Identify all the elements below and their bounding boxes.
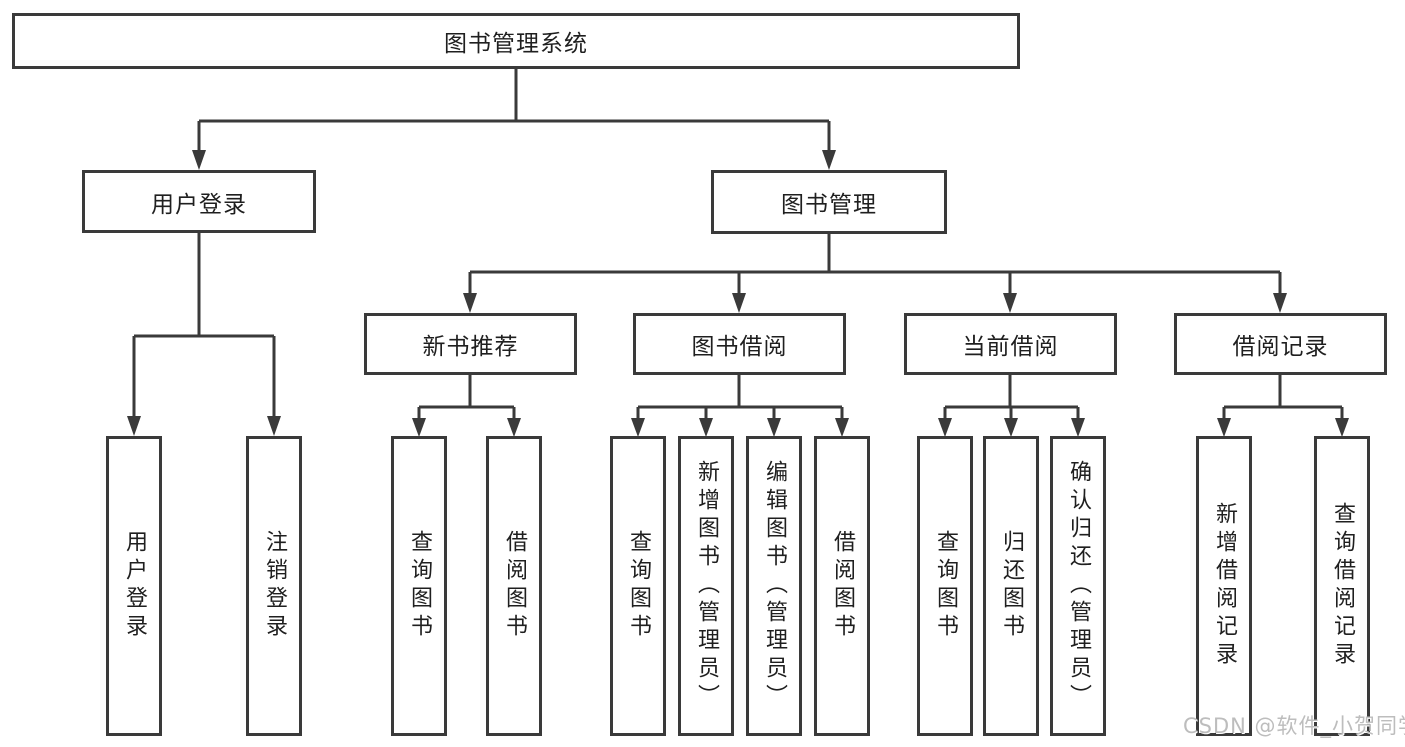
node-borrow-records: 借阅记录: [1174, 313, 1387, 375]
leaf-add-borrow-record: 新增借阅记录: [1196, 436, 1252, 736]
leaf-add-books-admin: 新增图书（管理员）: [678, 436, 734, 736]
node-label: 新增图书（管理员）: [694, 460, 719, 712]
node-label: 注销登录: [262, 530, 287, 642]
node-label: 借阅图书: [502, 530, 527, 642]
node-label: 借阅图书: [830, 530, 855, 642]
leaf-user-login: 用户登录: [106, 436, 162, 736]
node-label: 借阅记录: [1232, 334, 1329, 360]
node-label: 归还图书: [999, 530, 1024, 642]
leaf-borrow-books: 借阅图书: [814, 436, 870, 736]
leaf-return-books: 归还图书: [983, 436, 1039, 736]
node-label: 查询图书: [933, 530, 958, 642]
node-label: 新增借阅记录: [1212, 502, 1237, 670]
node-label: 用户登录: [122, 530, 147, 642]
node-label: 图书借阅: [691, 334, 788, 360]
node-label: 当前借阅: [962, 334, 1059, 360]
node-label: 确认归还（管理员）: [1066, 460, 1091, 712]
node-book-borrow: 图书借阅: [633, 313, 846, 375]
node-current-borrow: 当前借阅: [904, 313, 1117, 375]
csdn-watermark: CSDN @软件_小贺同学: [1183, 714, 1405, 738]
leaf-query-borrow-record: 查询借阅记录: [1314, 436, 1370, 736]
leaf-confirm-return-admin: 确认归还（管理员）: [1050, 436, 1106, 736]
leaf-logout: 注销登录: [246, 436, 302, 736]
node-library-management-system: 图书管理系统: [12, 13, 1020, 69]
leaf-query-books-recommend: 查询图书: [391, 436, 447, 736]
node-label: 用户登录: [151, 191, 247, 218]
node-label: 查询图书: [626, 530, 651, 642]
node-book-management: 图书管理: [711, 170, 947, 234]
node-label: 新书推荐: [422, 334, 519, 360]
leaf-query-books-borrow: 查询图书: [610, 436, 666, 736]
leaf-query-books-current: 查询图书: [917, 436, 973, 736]
leaf-edit-books-admin: 编辑图书（管理员）: [746, 436, 802, 736]
leaf-borrow-books-recommend: 借阅图书: [486, 436, 542, 736]
node-user-login: 用户登录: [82, 170, 316, 233]
node-label: 图书管理系统: [444, 31, 588, 57]
node-label: 查询图书: [407, 530, 432, 642]
node-label: 查询借阅记录: [1330, 502, 1355, 670]
node-label: 图书管理: [781, 192, 877, 218]
node-new-book-recommend: 新书推荐: [364, 313, 577, 375]
node-label: 编辑图书（管理员）: [762, 460, 787, 712]
